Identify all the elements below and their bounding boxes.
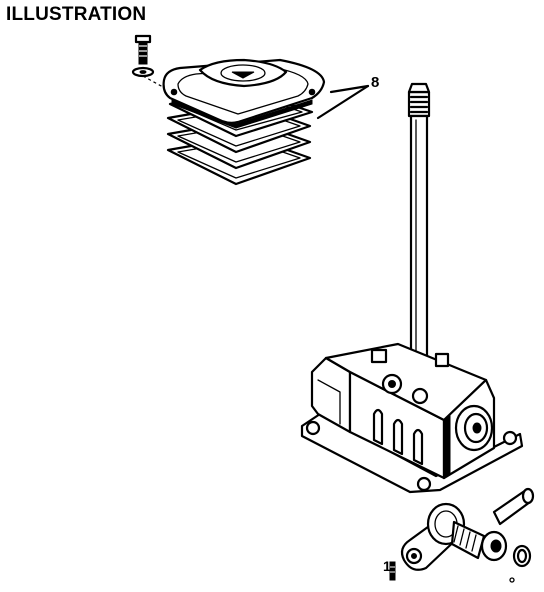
screw <box>131 34 155 78</box>
shift-lever-assembly <box>389 487 535 583</box>
shift-rod <box>400 82 438 390</box>
callout-8-label: 8 <box>371 74 380 91</box>
callout-8-leader-bottom <box>316 84 370 120</box>
shifter-housing <box>300 342 524 494</box>
boot-gasket-stack <box>162 58 326 186</box>
callout-8-leader-top <box>329 84 370 94</box>
diagram-title: ILLUSTRATION <box>6 4 147 25</box>
callout-1-label: 1 <box>383 558 391 574</box>
